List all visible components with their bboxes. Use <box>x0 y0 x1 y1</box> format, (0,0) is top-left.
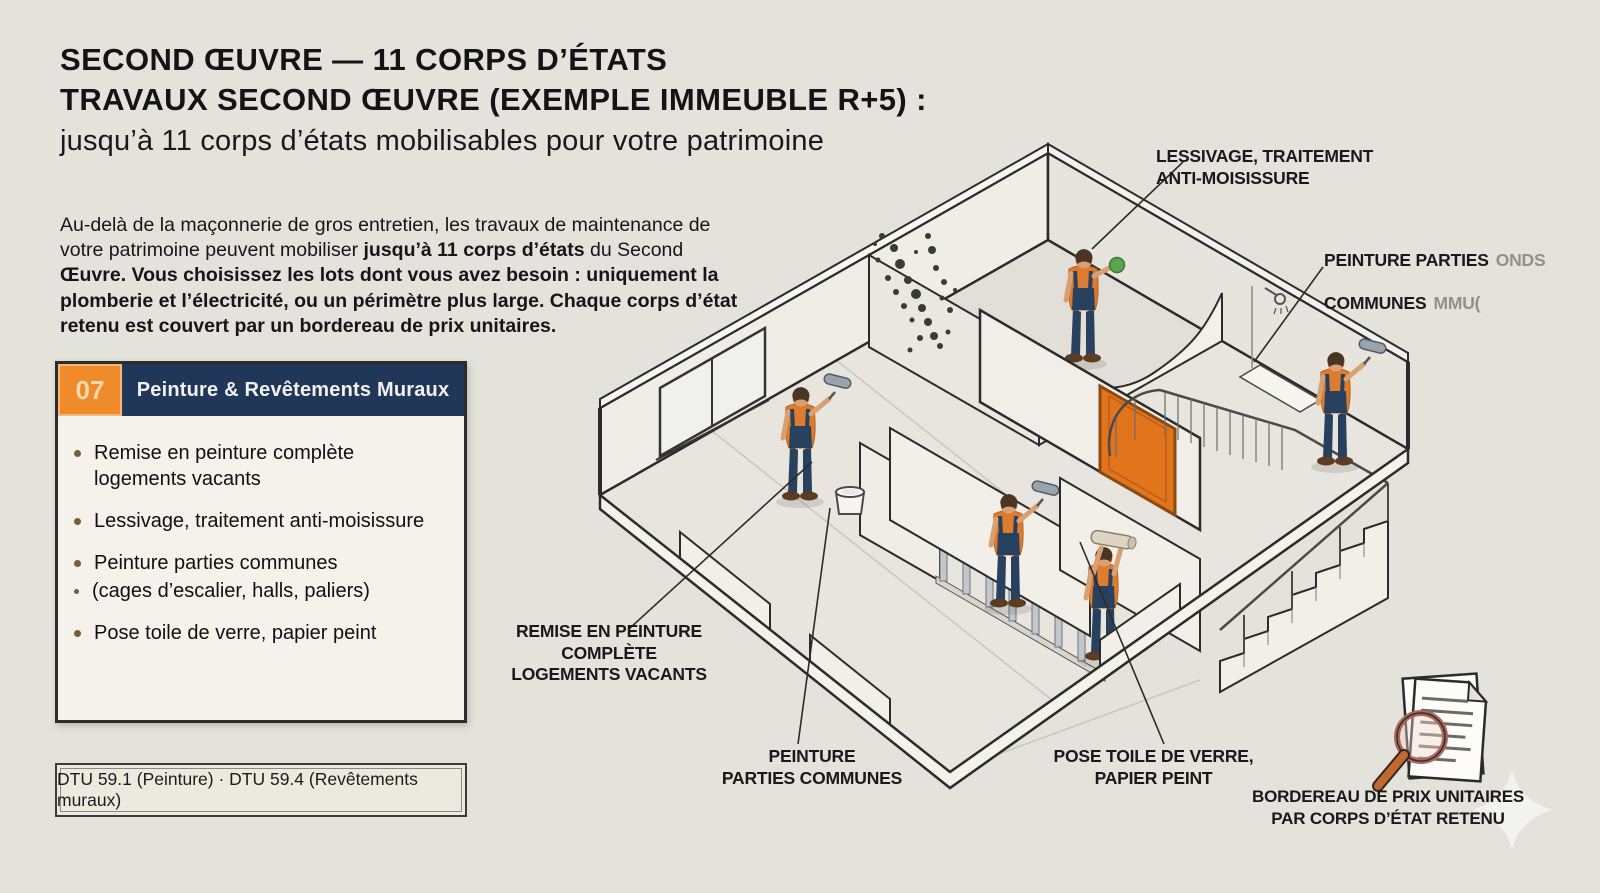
list-item: Pose toile de verre, papier peint <box>74 620 450 646</box>
bullet-icon <box>74 450 81 457</box>
bullet-icon <box>74 589 79 594</box>
page-title-line1: SECOND ŒUVRE — 11 CORPS D’ÉTATS <box>60 42 668 77</box>
bucket-icon <box>834 486 866 515</box>
callout-bordereau: BORDEREAU DE PRIX UNITAIRES PAR CORPS D’… <box>1252 787 1524 828</box>
list-item: Peinture parties communes <box>74 550 450 576</box>
lot-number-badge: 07 <box>58 364 122 416</box>
list-item: Remise en peinture complète logements va… <box>74 440 450 492</box>
bathtub-icon <box>1238 364 1322 413</box>
intro-paragraph: Au-delà de la maçonnerie de gros entreti… <box>60 213 752 340</box>
page-title-line2: TRAVAUX SECOND ŒUVRE (EXEMPLE IMMEUBLE R… <box>60 82 927 117</box>
list-item: (cages d’escalier, halls, paliers) <box>74 578 450 604</box>
callout-lessivage: LESSIVAGE, TRAITEMENT ANTI-MOISISSURE <box>1156 146 1374 188</box>
building-cutaway-illustration <box>598 142 1410 790</box>
page-subtitle: jusqu’à 11 corps d’états mobilisables po… <box>60 125 825 157</box>
callout-fonds-ghost1: ONDS <box>1495 249 1546 270</box>
list-item-label: Peinture parties communes <box>94 552 338 574</box>
intro-part4: Œuvre. Vous choisissez les lots dont vou… <box>60 264 738 338</box>
lot-card-body: Remise en peinture complète logements va… <box>58 416 464 678</box>
window-icon <box>655 325 770 461</box>
lot-item-list: Remise en peinture complète logements va… <box>74 440 450 646</box>
callout-pose-toile: POSE TOILE DE VERRE, PAPIER PEINT <box>1053 746 1254 788</box>
dtu-reference-box: DTU 59.1 (Peinture) · DTU 59.4 (Revêteme… <box>55 763 467 817</box>
intro-part2: jusqu’à 11 corps d’états <box>363 238 585 261</box>
callout-parties-communes: PEINTURE PARTIES COMMUNES <box>721 746 903 788</box>
floor-slab-edge <box>598 446 1410 790</box>
mold-patch <box>873 233 957 353</box>
list-item-label: Lessivage, traitement anti-moisissure <box>94 510 425 532</box>
list-item-label: (cages d’escalier, halls, paliers) <box>92 580 370 602</box>
callout-peinture-fonds: PEINTURE PARTIES ONDS COMMUNES MMU( <box>1324 228 1546 336</box>
list-item: Lessivage, traitement anti-moisissure <box>74 508 450 534</box>
callout-fonds-main1: PEINTURE PARTIES <box>1324 249 1489 270</box>
list-item-label: Pose toile de verre, papier peint <box>94 622 377 644</box>
callout-fonds-ghost2: MMU( <box>1433 292 1481 313</box>
lot-card-header: 07 Peinture & Revêtements Muraux <box>58 364 464 416</box>
bullet-icon <box>74 630 81 637</box>
list-item-label: Remise en peinture complète logements va… <box>94 442 355 490</box>
worker-lessivage-icon <box>1059 249 1126 370</box>
bullet-icon <box>74 560 81 567</box>
staircase <box>1107 388 1389 694</box>
callout-remise: REMISE EN PEINTURE COMPLÈTE LOGEMENTS VA… <box>511 621 707 684</box>
callout-fonds-main2: COMMUNES <box>1324 292 1427 313</box>
dtu-reference-text: DTU 59.1 (Peinture) · DTU 59.4 (Revêteme… <box>57 769 418 810</box>
lot-card-title: Peinture & Revêtements Muraux <box>122 364 464 416</box>
lot-card: 07 Peinture & Revêtements Muraux Remise … <box>55 361 467 723</box>
bullet-icon <box>74 518 81 525</box>
title-block: SECOND ŒUVRE — 11 CORPS D’ÉTATS TRAVAUX … <box>60 40 927 160</box>
intro-part1: Au-delà de la maçonnerie de gros entreti… <box>60 213 711 261</box>
intro-part3: du Second <box>584 238 684 261</box>
